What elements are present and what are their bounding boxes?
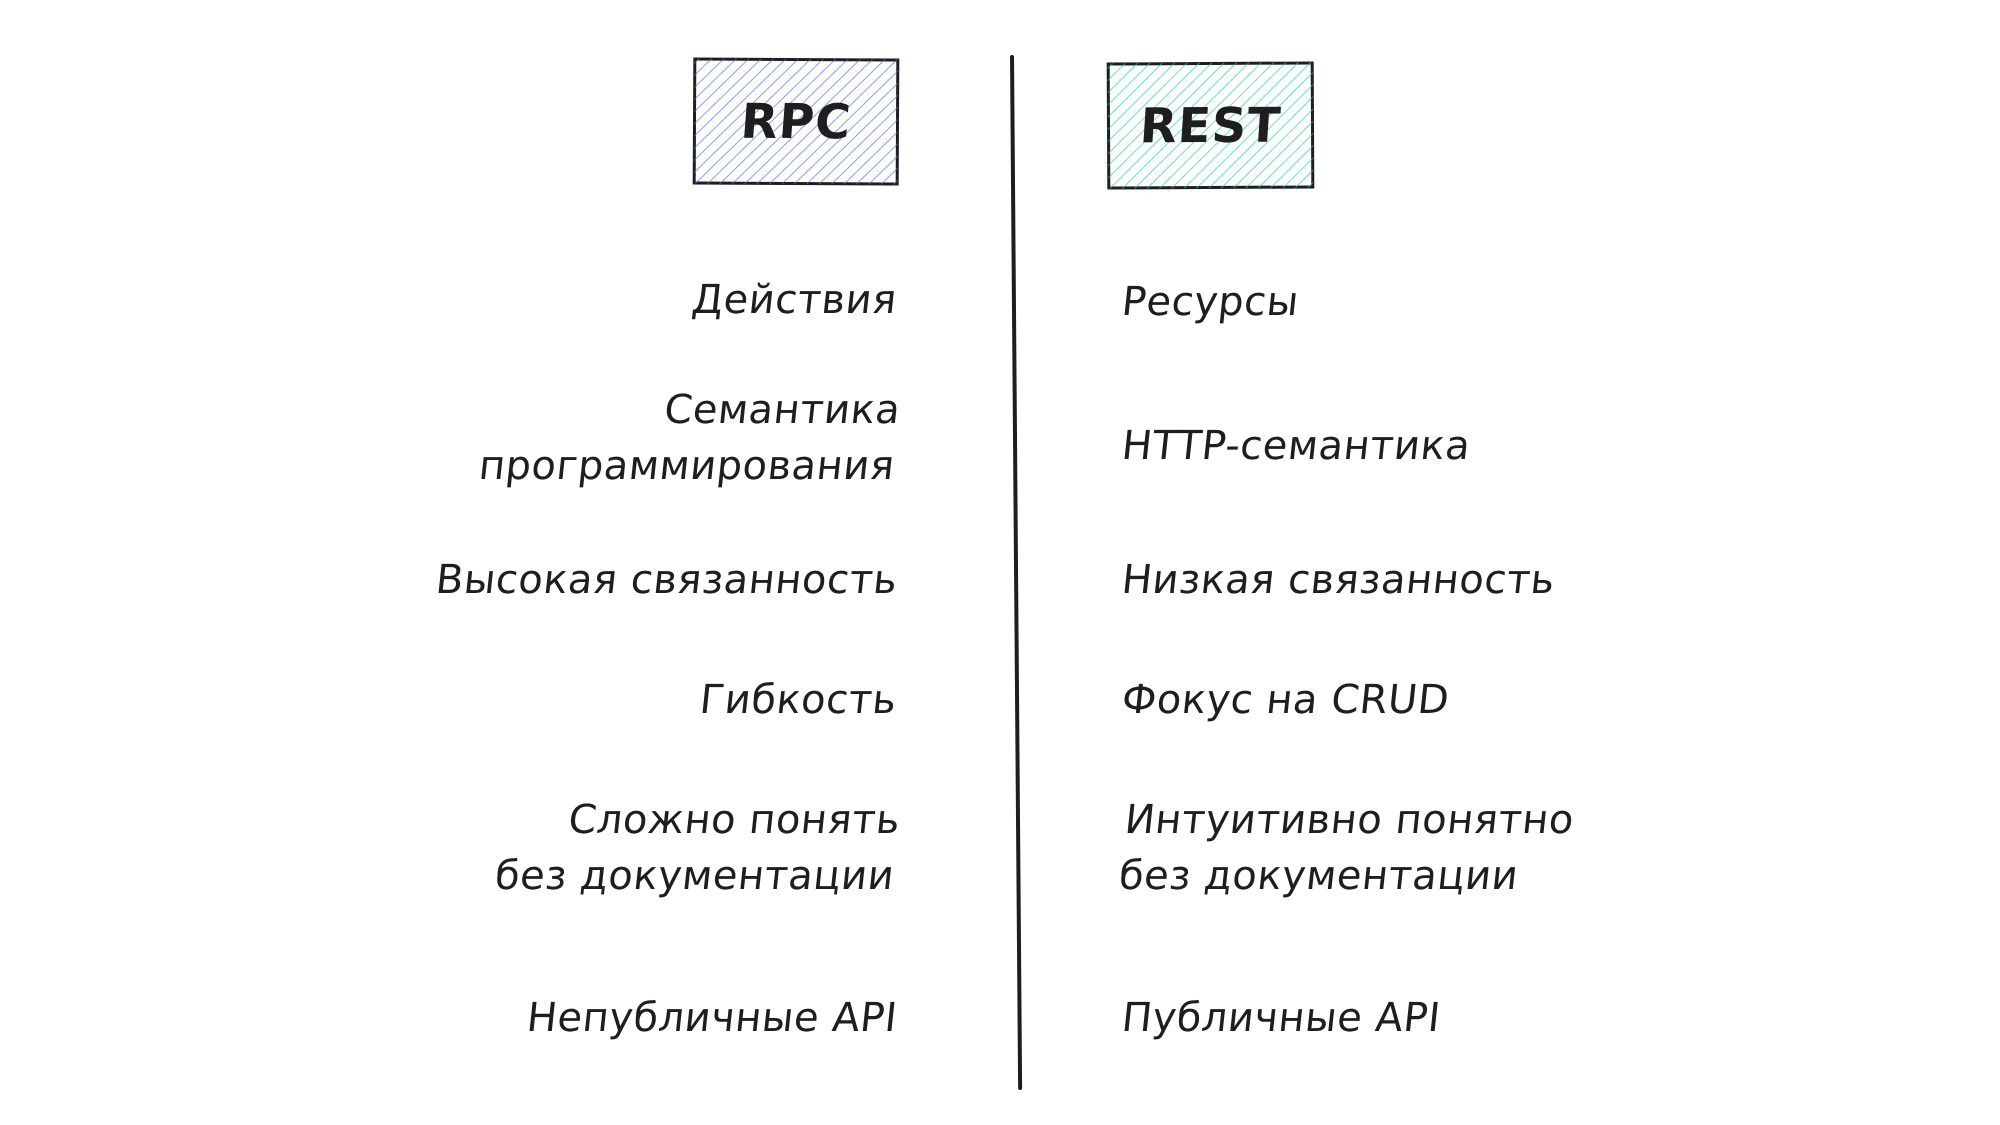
rest-title: REST [1138, 97, 1283, 154]
rest-item-public-api: Публичные API [1119, 995, 1443, 1041]
rpc-item-high-coupling: Высокая связанность [433, 557, 900, 603]
rpc-item-flexibility: Гибкость [698, 677, 900, 723]
rest-item-resources: Ресурсы [1119, 279, 1302, 325]
rpc-item-actions: Действия [689, 277, 900, 323]
rpc-item-hard-without-docs: Сложно понять без документации [492, 797, 903, 899]
rest-item-crud-focus: Фокус на CRUD [1119, 677, 1452, 723]
rest-header-box: REST [1106, 61, 1315, 190]
rest-item-low-coupling: Низкая связанность [1119, 557, 1558, 603]
rest-item-http-semantics: HTTP-семантика [1119, 423, 1473, 469]
rpc-item-private-api: Непубличные API [524, 995, 900, 1041]
rest-item-intuitive-without-docs: Интуитивно понятно без документации [1116, 797, 1577, 899]
vertical-divider [1010, 54, 1023, 1090]
rpc-item-programming-semantics: Семантика программирования [476, 387, 903, 489]
rpc-title: RPC [738, 93, 854, 150]
rpc-header-box: RPC [692, 57, 900, 186]
